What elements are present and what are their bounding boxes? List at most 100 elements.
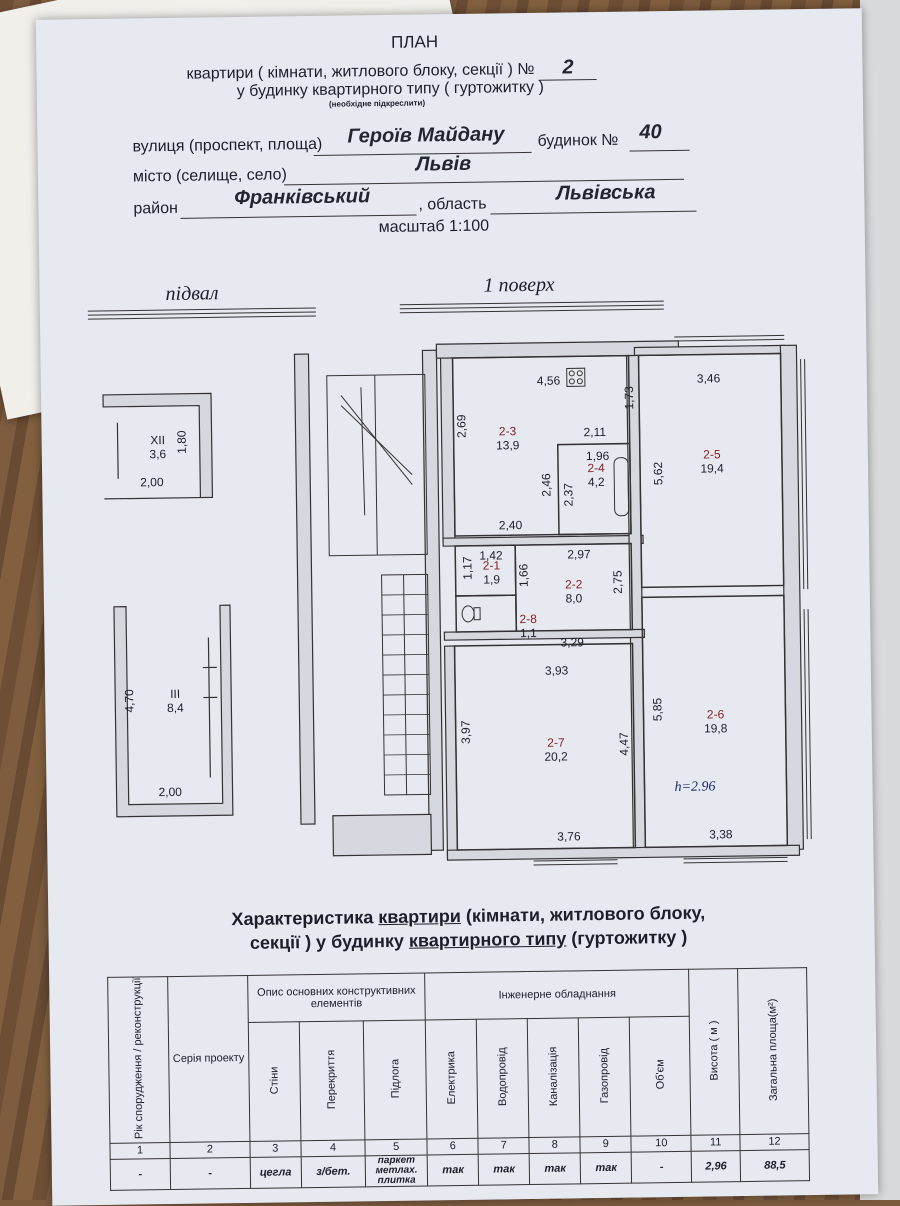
dim-iii-height: 4,70 [122, 689, 136, 713]
num-cell: 4 [301, 1139, 366, 1156]
room-2-2-id: 2-2 [565, 577, 583, 591]
col-walls-label: Стіни [268, 1066, 280, 1094]
col-struct-header: Опис основних конструктивних елементів [247, 973, 425, 1023]
col-gas-header: Газопровід [579, 1017, 632, 1136]
col-water-label: Водопровід [496, 1047, 509, 1106]
value-floor: паркет метлах. плитка [365, 1154, 428, 1186]
room-2-6-area: 19,8 [704, 721, 728, 735]
heading-part-a: Характеристика [231, 907, 373, 929]
heading-part-f: (гуртожитку ) [571, 927, 687, 949]
col-floor-label: Підлога [389, 1059, 402, 1098]
room-2-3-area: 13,9 [496, 438, 520, 452]
col-elec-header: Електрика [426, 1020, 479, 1139]
basement-title-underline [88, 308, 316, 319]
room-2-6-id: 2-6 [707, 707, 725, 721]
col-height-label: Висота ( м ) [708, 1020, 721, 1080]
value-water: так [478, 1153, 529, 1185]
room-2-1-area: 1,9 [483, 572, 500, 586]
dim-3-93: 3,93 [545, 663, 569, 677]
dim-1-17: 1,17 [460, 556, 474, 580]
heading-part-b: квартири [378, 906, 461, 927]
value-area: 88,5 [740, 1149, 809, 1181]
dim-2-97: 2,97 [567, 547, 591, 561]
dim-3-46: 3,46 [697, 371, 721, 385]
room-xii-area: 3,6 [149, 447, 166, 461]
dim-2-37: 2,37 [561, 483, 575, 507]
num-cell: 7 [478, 1137, 529, 1154]
room-2-7-area: 20,2 [544, 749, 568, 763]
num-cell: 1 [110, 1142, 170, 1159]
col-sewer-header: Каналізація [528, 1018, 581, 1137]
num-cell: 9 [580, 1136, 631, 1153]
room-2-4-area: 4,2 [588, 475, 605, 489]
floor-title-underline [400, 301, 664, 313]
floor-title: 1 поверх [483, 274, 554, 297]
value-walls: цегла [250, 1156, 301, 1188]
value-gas: так [580, 1152, 631, 1184]
num-cell: 5 [365, 1138, 427, 1155]
room-iii-id: III [170, 687, 180, 701]
col-volume-header: Об'єм [630, 1017, 692, 1136]
dim-1-73: 1,73 [622, 386, 636, 410]
characteristics-heading: Характеристика квартири (кімнати, житлов… [198, 900, 739, 956]
bathtub-icon [614, 458, 629, 516]
dim-4-56: 4,56 [537, 374, 561, 388]
dim-3-97: 3,97 [459, 720, 473, 744]
dim-xii-height: 1,80 [175, 430, 189, 454]
dim-3-76: 3,76 [557, 829, 581, 843]
dim-5-85: 5,85 [650, 697, 664, 721]
num-cell: 11 [691, 1134, 740, 1151]
dim-xii-width: 2,00 [140, 475, 164, 489]
room-2-2-area: 8,0 [565, 591, 582, 605]
dim-2-11: 2,11 [583, 425, 606, 439]
room-2-8-id: 2-8 [519, 612, 537, 626]
col-year-label: Рік спорудження / реконструкції [132, 977, 146, 1139]
dim-3-38: 3,38 [709, 827, 733, 841]
num-cell: 3 [250, 1140, 301, 1157]
value-series: - [170, 1157, 250, 1189]
value-ceiling: з/бет. [301, 1155, 366, 1187]
dim-1-42: 1,42 [479, 548, 503, 562]
value-year: - [110, 1158, 170, 1190]
room-2-5-area: 19,4 [700, 461, 724, 475]
basement-title: підвал [165, 282, 219, 305]
num-cell: 2 [170, 1141, 250, 1158]
col-eng-header: Інженерне обладнання [425, 969, 690, 1020]
heading-part-e: квартирного типу [409, 929, 567, 951]
dim-1-96: 1,96 [586, 449, 610, 463]
dim-3-29: 3,29 [560, 635, 584, 649]
dim-4-47: 4,47 [617, 732, 631, 756]
col-sewer-label: Каналізація [547, 1046, 560, 1106]
floor-plan-document: ПЛАН квартири ( кімнати, житлового блоку… [36, 8, 878, 1205]
num-cell: 10 [631, 1135, 691, 1152]
floor-plan-drawing: підвал 1 поверх XII 3,6 1,80 2,00 III 8,… [36, 8, 874, 899]
heading-part-c: (кімнати, житлового блоку, [466, 903, 706, 926]
col-area-label: Загальна площа(м²) [767, 998, 780, 1101]
col-area-header: Загальна площа(м²) [738, 968, 809, 1134]
stairwell [327, 374, 431, 795]
col-elec-label: Електрика [445, 1051, 458, 1104]
col-ceiling-label: Перекриття [326, 1049, 339, 1109]
floor-outer-walls [294, 339, 803, 862]
toilet-icon [462, 606, 480, 622]
room-2-8-area: 1,1 [520, 626, 537, 640]
room-iii-area: 8,4 [167, 701, 184, 715]
dim-iii-width: 2,00 [158, 785, 182, 799]
col-series-header: Серія проекту [168, 975, 250, 1142]
num-cell: 6 [427, 1138, 478, 1155]
value-sewer: так [529, 1152, 580, 1184]
room-2-3-id: 2-3 [499, 424, 517, 438]
room-xii-id: XII [150, 433, 165, 447]
dim-2-69: 2,69 [454, 414, 468, 438]
col-gas-label: Газопровід [598, 1048, 611, 1103]
dim-2-40: 2,40 [499, 518, 523, 532]
dim-2-46: 2,46 [539, 473, 553, 497]
room-2-5-id: 2-5 [703, 447, 721, 461]
value-height: 2,96 [691, 1150, 740, 1182]
num-cell: 8 [529, 1136, 580, 1153]
height-handwritten-note: h=2.96 [674, 779, 715, 795]
dim-5-62: 5,62 [651, 461, 665, 485]
col-year-header: Рік спорудження / реконструкції [108, 977, 170, 1143]
characteristics-table: Рік спорудження / реконструкції Серія пр… [107, 967, 810, 1190]
col-water-header: Водопровід [477, 1019, 530, 1138]
